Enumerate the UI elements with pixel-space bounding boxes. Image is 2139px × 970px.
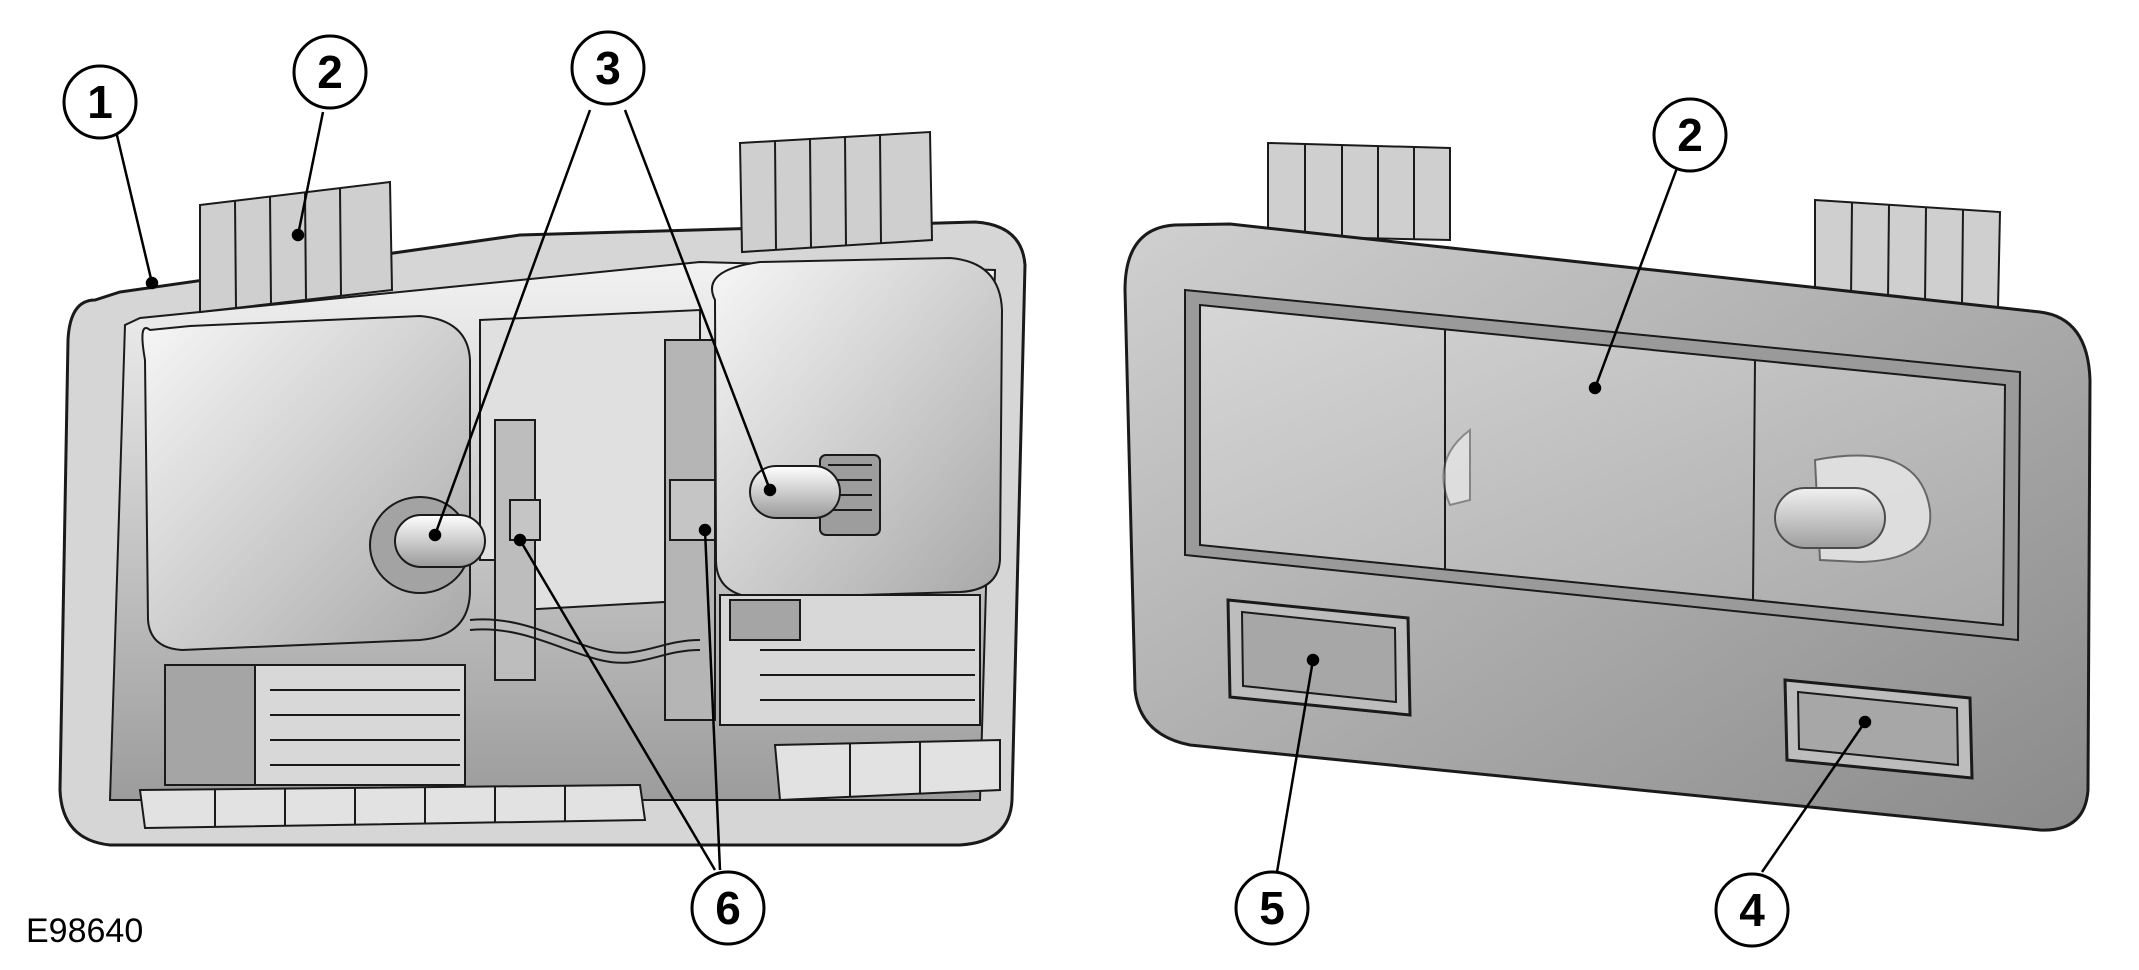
callout-1: 1: [62, 64, 138, 140]
callout-4: 4: [1714, 872, 1790, 948]
callout-3: 3: [570, 30, 646, 106]
callout-2-right-label: 2: [1677, 109, 1703, 161]
switch-contact-left: [509, 499, 541, 541]
leader-lines: [113, 109, 1872, 873]
left-connector-block: [164, 664, 466, 786]
callout-3-label: 3: [595, 42, 621, 94]
callout-5: 5: [1234, 870, 1310, 946]
callout-1-label: 1: [87, 76, 113, 128]
front-right-clip: [1814, 198, 2002, 310]
callout-2-right: 2: [1652, 97, 1728, 173]
bulb-holder-left: [494, 419, 536, 681]
callout-2-left: 2: [292, 34, 368, 110]
switch-5[interactable]: [1226, 598, 1412, 717]
front-right-bulb-ghost: [1774, 454, 1932, 564]
switch-4[interactable]: [1783, 678, 1974, 780]
callout-6-label: 6: [715, 882, 741, 934]
right-connector-block: [719, 594, 981, 726]
left-reflector: [141, 314, 471, 652]
lens-divider-right: [1752, 359, 1756, 601]
lamp-housing-rear-view: [58, 130, 1027, 847]
front-left-clip: [1267, 141, 1451, 242]
callout-2-left-label: 2: [317, 46, 343, 98]
figure-id: E98640: [26, 912, 144, 950]
right-reflector: [711, 256, 1004, 600]
callout-5-label: 5: [1259, 882, 1285, 934]
right-bulb: [749, 454, 881, 536]
bottom-locating-tabs: [138, 738, 1001, 830]
left-bulb: [369, 496, 486, 594]
front-left-bulb-ghost: [1442, 427, 1471, 507]
right-retaining-clip: [738, 130, 934, 254]
lamp-front-view: [1123, 141, 2092, 832]
callout-4-label: 4: [1739, 884, 1765, 936]
callout-6: 6: [690, 870, 766, 946]
wiring-harness: [469, 618, 701, 654]
left-retaining-clip: [199, 180, 394, 314]
